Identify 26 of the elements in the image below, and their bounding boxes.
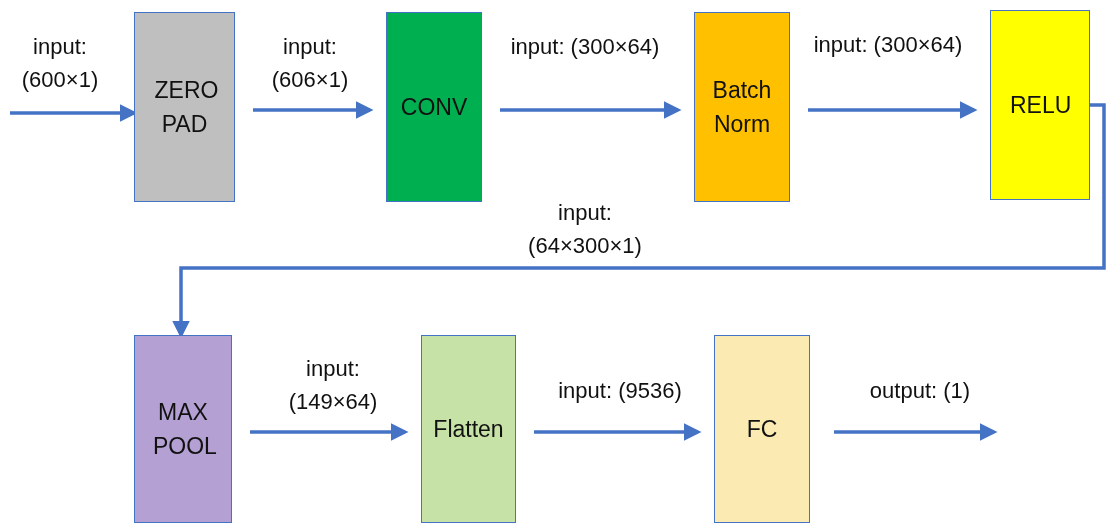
- edge-label: input: (300×64): [813, 31, 963, 59]
- layer-box: [386, 12, 482, 202]
- layer-box: [694, 12, 790, 202]
- layer-box: [421, 335, 516, 523]
- layer-box: [714, 335, 810, 523]
- arrow: [808, 101, 978, 119]
- layer-name: FC: [746, 414, 778, 444]
- layer-name: Batch Norm: [712, 75, 772, 139]
- arrow: [534, 423, 702, 441]
- edge-label: input: (64×300×1): [527, 199, 643, 260]
- layer-name: CONV: [400, 92, 468, 122]
- edge-label: input: (9536): [557, 377, 683, 405]
- edge-label: output: (1): [868, 377, 972, 405]
- layer-name: RELU: [1010, 90, 1070, 120]
- layer-box: [134, 335, 232, 523]
- edge-label: input: (600×1): [20, 33, 100, 94]
- edge-label: input: (149×64): [287, 355, 379, 416]
- edge-label: input: (300×64): [510, 33, 660, 61]
- arrow: [834, 423, 998, 441]
- layer-box: [990, 10, 1090, 200]
- layer-name: Flatten: [433, 414, 504, 444]
- arrow: [250, 423, 409, 441]
- layer-box: [134, 12, 235, 202]
- arrow: [500, 101, 682, 119]
- edge-label: input: (606×1): [270, 33, 350, 94]
- arrow: [253, 101, 374, 119]
